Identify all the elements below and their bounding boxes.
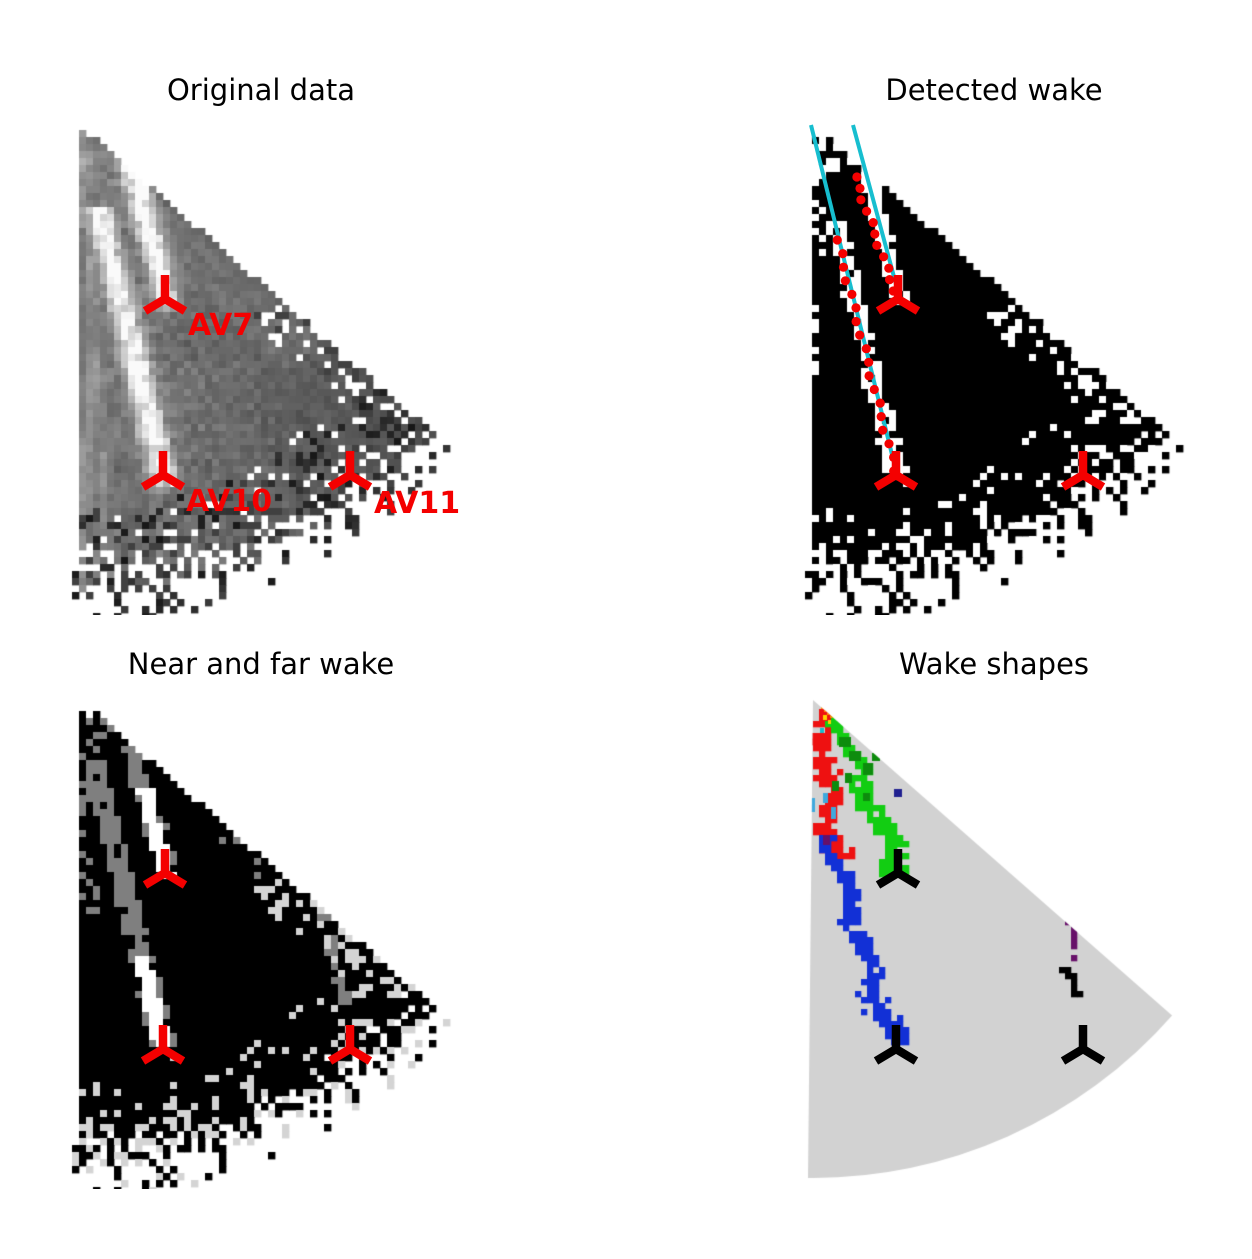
turbine-marker-upper [142,849,188,889]
original-data-overlay [140,275,373,491]
wake-shapes-raster [777,697,1211,1189]
near-far-wake-overlay [140,849,373,1065]
wake-center-dot [864,357,874,367]
wake-center-dot [862,206,872,216]
panel-near-far-wake: Near and far wake [44,647,478,1189]
wake-center-dot [879,252,889,262]
wake-center-dot [864,371,874,381]
detected-wake-title: Detected wake [885,73,1103,107]
wake-shapes-overlay [873,849,1106,1065]
turbine-marker-lower-left [140,451,186,491]
wake-center-dot [851,316,861,327]
original-data-title: Original data [166,73,356,107]
wake-center-dot [851,303,861,313]
wake-center-dot [838,262,849,272]
detected-wake-raster [777,123,1211,615]
wake-center-dot [885,275,895,285]
wake-center-dot [878,425,888,435]
wake-center-dot [872,240,882,250]
wake-center-dot [875,398,885,408]
turbine-marker-right [1060,451,1106,491]
wake-center-dot [855,183,865,193]
near-far-wake-raster [44,697,478,1189]
turbine-marker-upper [875,275,921,315]
wake-center-dot [884,439,894,449]
panel-detected-wake: Detected wake [777,73,1211,615]
turbine-marker-upper [875,849,921,889]
near-far-wake-title: Near and far wake [127,647,395,681]
turbine-label-av7: AV7 [188,308,254,343]
wake-center-dot [856,195,866,205]
wake-center-dot [847,289,857,299]
wake-center-dot [870,229,880,239]
wake-center-dot [855,330,865,340]
wake-shapes-title: Wake shapes [898,647,1090,681]
wake-center-dot [869,384,879,395]
turbine-marker-lower-left [140,1025,186,1065]
turbine-label-av11: AV11 [374,486,461,521]
turbine-marker-right [327,451,373,491]
wake-center-dot [832,235,842,245]
turbine-marker-upper [142,275,188,315]
original-data-raster [44,123,478,615]
turbine-marker-lower-left [873,451,919,491]
wake-center-dot [861,344,871,354]
wake-center-dot [838,249,848,259]
turbine-marker-right [1060,1025,1106,1065]
wake-center-dot [876,412,886,422]
wake-center-dot [852,172,862,182]
turbine-label-av10: AV10 [186,484,273,519]
wake-center-dot [840,276,850,286]
detected-wake-overlay [809,124,1106,491]
wake-centerline-b [851,124,902,300]
wake-center-dot [868,218,878,228]
turbine-marker-right [327,1025,373,1065]
turbine-marker-lower-left [873,1025,919,1065]
panel-wake-shapes: Wake shapes [777,647,1211,1189]
wake-center-dot [884,263,894,273]
